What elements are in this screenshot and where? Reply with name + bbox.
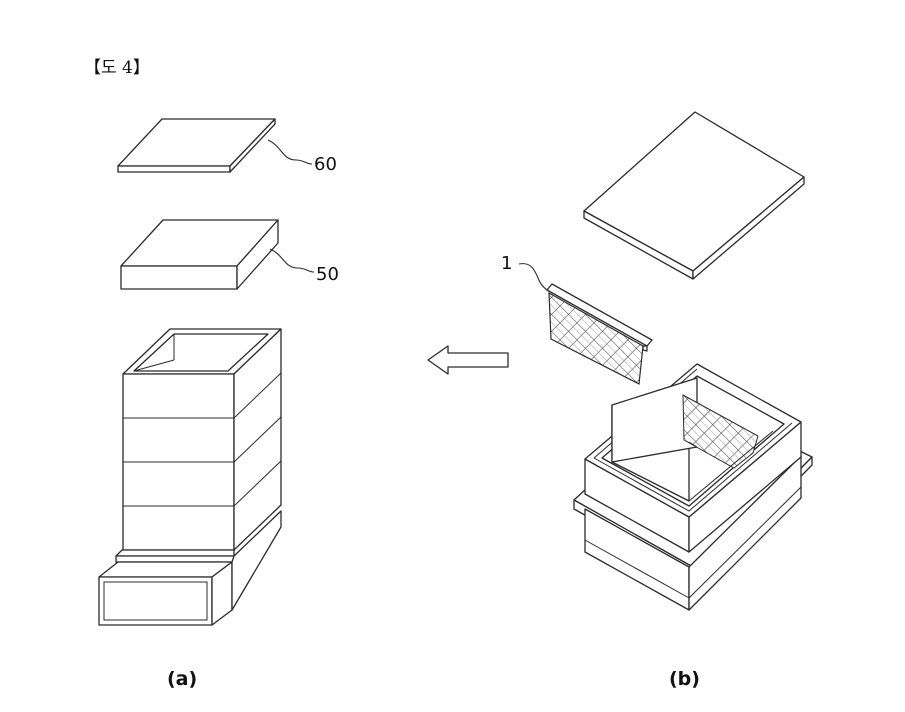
box-leader-line	[269, 248, 315, 273]
frame-leader-line	[518, 263, 550, 292]
box-reference-number: 50	[316, 264, 339, 285]
hive-box-with-frames	[573, 363, 813, 611]
figure-header-label: 【도 4】	[84, 58, 150, 78]
cover-plate	[583, 111, 805, 280]
subfigure-b-label: (b)	[669, 668, 700, 690]
frame-reference-number: 1	[501, 253, 512, 274]
lid-plate-60	[117, 118, 276, 173]
lid-leader-line	[267, 139, 313, 165]
comb-frame-1	[546, 283, 653, 385]
stacked-hive-tower	[98, 328, 282, 626]
lid-reference-number: 60	[314, 154, 337, 175]
box-panel-50	[120, 219, 279, 290]
assembly-arrow-icon	[427, 345, 509, 375]
subfigure-a-label: (a)	[167, 668, 197, 690]
